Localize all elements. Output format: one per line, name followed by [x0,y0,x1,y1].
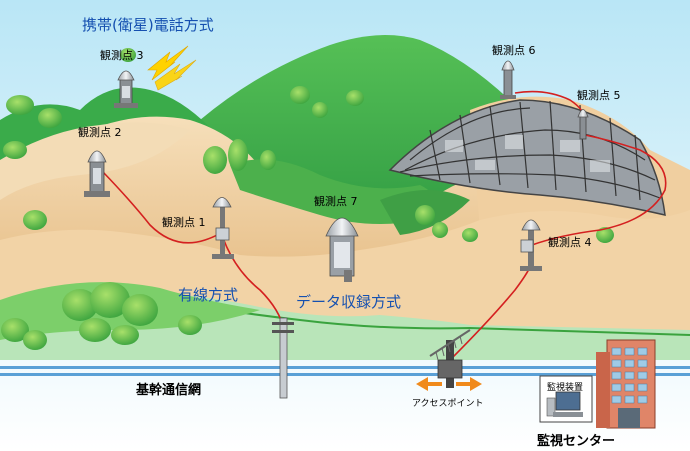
monitoring-center-label: 監視センター [537,434,616,449]
station-4-device [520,219,542,271]
station-6-device [500,60,516,99]
monitor-device-label: 監視装置 [547,383,584,393]
utility-pole [272,317,294,399]
station-2-device [84,150,110,197]
bidirectional-arrow-icon [416,377,482,391]
station-1-device [212,197,234,259]
station-6-label: 観測点 6 [492,44,536,57]
station-7-device [325,217,359,282]
backbone-network-label: 基幹通信網 [136,383,202,398]
bushes [1,48,614,350]
access-point-label: アクセスポイント [412,399,484,409]
station-5-label: 観測点 5 [577,89,621,102]
backbone-line [0,366,690,376]
mobile-method-label: 携帯(衛星)電話方式 [82,16,214,34]
station-3-label: 観測点 3 [100,49,144,62]
station-4-label: 観測点 4 [548,236,592,249]
station-2-label: 観測点 2 [78,126,122,139]
access-point-tower [429,329,471,388]
monitoring-center-building [596,339,656,429]
station-3-device [114,70,138,108]
slope-protection-mesh [388,99,666,216]
station-5-device [577,109,589,140]
radio-signal-icon [147,45,197,91]
wired-method-label: 有線方式 [178,286,239,304]
station-1-label: 観測点 1 [162,216,206,229]
monitor-device-computer [539,375,593,423]
data-collection-method-label: データ収録方式 [296,293,402,311]
station-7-label: 観測点 7 [314,195,358,208]
